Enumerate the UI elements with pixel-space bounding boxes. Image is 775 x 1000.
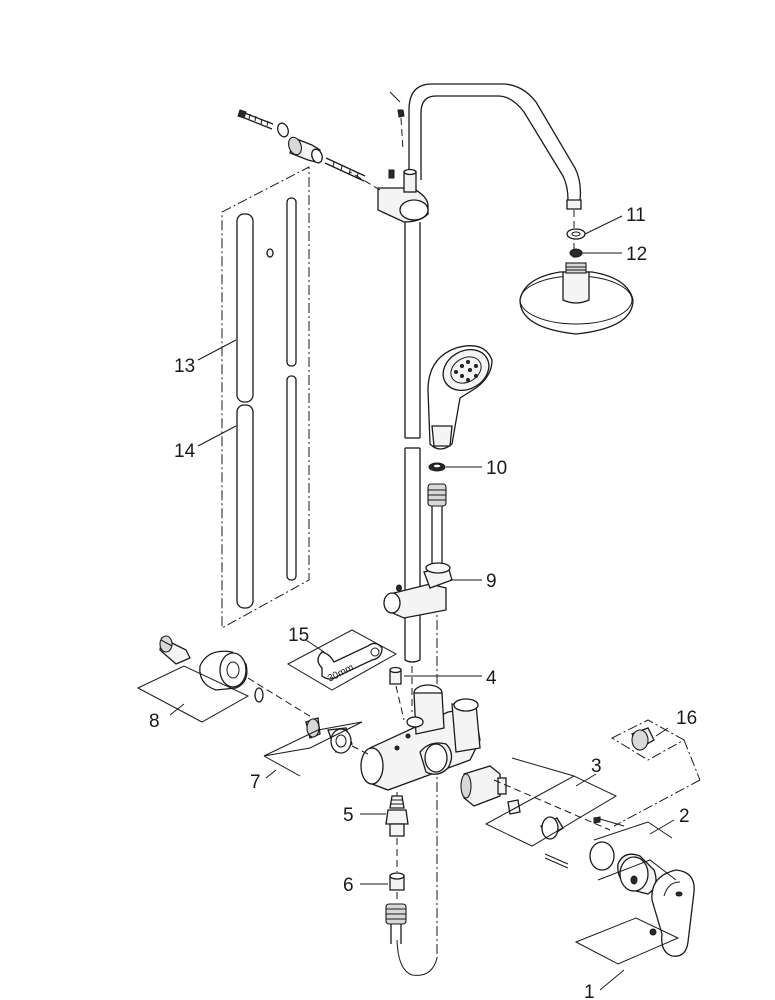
callout-13: 13 [174, 356, 195, 377]
riser-rail [404, 222, 421, 712]
callout-14: 14 [174, 441, 196, 462]
wall-fixing-set [237, 109, 366, 182]
callout-6: 6 [343, 875, 354, 896]
connection-7 [305, 717, 369, 755]
callout-15: 15 [288, 625, 309, 646]
reference-block-2 [593, 821, 677, 881]
callout-5: 5 [343, 805, 354, 826]
connection-8 [159, 635, 317, 721]
callout-4: 4 [486, 668, 497, 689]
reference-block-1 [574, 917, 680, 965]
callout-12: 12 [626, 244, 647, 265]
filter-12 [569, 248, 583, 258]
callout-numbers: 1 2 3 4 5 6 7 8 9 10 11 12 13 14 15 16 [149, 205, 697, 1000]
slider-9 [383, 562, 453, 619]
reference-block-7 [263, 721, 363, 777]
spanner-15 [286, 629, 398, 691]
washer-10 [428, 462, 446, 472]
spare-part-16 [610, 719, 701, 827]
callout-7: 7 [250, 772, 261, 793]
leader-lines [169, 215, 675, 991]
rail-wall-bracket [349, 168, 429, 223]
callout-10: 10 [486, 458, 507, 479]
o-ring-2 [589, 841, 615, 871]
callout-8: 8 [149, 711, 160, 732]
callout-2: 2 [679, 806, 690, 827]
connector-5 [385, 792, 409, 872]
escutcheon-2 [617, 853, 657, 895]
reducer-4 [389, 666, 405, 721]
overhead-shower-head [519, 262, 634, 335]
nut-6 [389, 872, 405, 902]
callout-1: 1 [584, 982, 595, 1000]
callout-9: 9 [486, 571, 497, 592]
reference-block-3 [484, 757, 618, 847]
shower-hose [396, 483, 447, 976]
hose-end [385, 903, 407, 944]
lever-handle-1 [649, 869, 695, 957]
rail-parts-frame [221, 166, 310, 629]
reference-block-8 [136, 665, 250, 723]
thermostatic-cartridge-3 [460, 765, 625, 869]
hand-shower [427, 345, 493, 450]
washer-11 [566, 228, 586, 240]
thermostat-body [360, 684, 481, 791]
callout-16: 16 [676, 708, 697, 729]
callout-3: 3 [591, 756, 602, 777]
shower-arm [389, 83, 582, 258]
callout-11: 11 [626, 205, 646, 226]
